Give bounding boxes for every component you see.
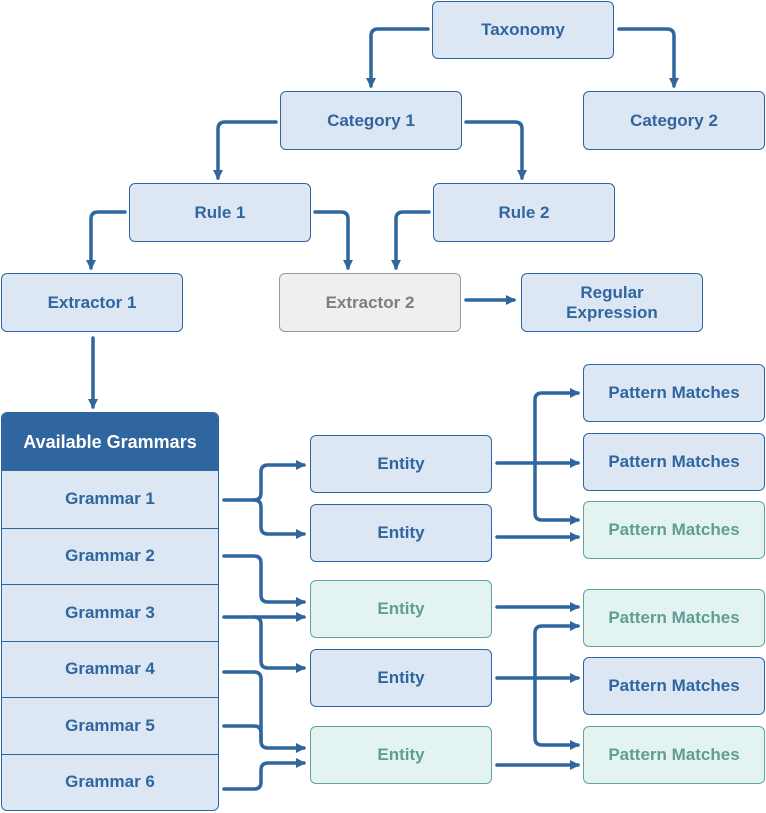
grammar-item-2: Grammar 2 bbox=[2, 527, 218, 585]
entity-node-4: Entity bbox=[310, 649, 492, 707]
grammar-item-4: Grammar 4 bbox=[2, 640, 218, 698]
arrow-grammar1-entity2 bbox=[252, 498, 306, 539]
entity-node-1: Entity bbox=[310, 435, 492, 493]
entity-node-2: Entity bbox=[310, 504, 492, 562]
grammar-item-3: Grammar 3 bbox=[2, 584, 218, 641]
available-grammars-panel: Available Grammars Grammar 1 Grammar 2 G… bbox=[1, 412, 219, 811]
arrow-grammar4-entity5 bbox=[222, 670, 306, 753]
extractor1-node: Extractor 1 bbox=[1, 273, 183, 332]
arrow-category1-rule1 bbox=[213, 120, 278, 180]
arrow-grammar6-entity5 bbox=[222, 758, 306, 791]
regex-label-line1: Regular bbox=[580, 282, 644, 302]
extractor2-node: Extractor 2 bbox=[279, 273, 461, 332]
arrow-grammar5-entity5 bbox=[222, 724, 263, 743]
grammar-item-1: Grammar 1 bbox=[65, 489, 155, 509]
category2-node: Category 2 bbox=[583, 91, 765, 150]
arrow-grammar2-entity3 bbox=[222, 554, 306, 607]
arrow-entity4-pm6 bbox=[533, 676, 580, 750]
category1-node: Category 1 bbox=[280, 91, 462, 150]
taxonomy-node: Taxonomy bbox=[432, 1, 614, 59]
arrow-rule2-extractor2 bbox=[391, 210, 431, 270]
regular-expression-node: Regular Expression bbox=[521, 273, 703, 332]
arrow-entity1-pm3 bbox=[533, 461, 580, 525]
rule2-node: Rule 2 bbox=[433, 183, 615, 242]
available-grammars-header: Available Grammars bbox=[2, 413, 218, 471]
regex-label-line2: Expression bbox=[566, 302, 658, 322]
pattern-matches-node-1: Pattern Matches bbox=[583, 364, 765, 422]
arrow-grammar3-entity4 bbox=[252, 615, 306, 673]
pattern-matches-node-5: Pattern Matches bbox=[583, 657, 765, 715]
arrow-taxonomy-category2 bbox=[617, 27, 679, 88]
pattern-matches-node-6: Pattern Matches bbox=[583, 726, 765, 784]
arrow-rule1-extractor2 bbox=[313, 210, 353, 270]
arrow-entity1-pm1 bbox=[533, 388, 580, 465]
pattern-matches-node-3: Pattern Matches bbox=[583, 501, 765, 559]
arrow-category1-rule2 bbox=[464, 120, 527, 180]
grammar-item-5: Grammar 5 bbox=[2, 697, 218, 754]
arrow-grammar1-entity1 bbox=[222, 460, 306, 502]
entity-node-5: Entity bbox=[310, 726, 492, 784]
arrow-taxonomy-category1 bbox=[366, 27, 430, 88]
entity-node-3: Entity bbox=[310, 580, 492, 638]
arrow-entity4-pm4 bbox=[533, 621, 580, 680]
arrow-rule1-extractor1 bbox=[86, 210, 127, 270]
rule1-node: Rule 1 bbox=[129, 183, 311, 242]
grammar-item-6: Grammar 6 bbox=[2, 753, 218, 811]
pattern-matches-node-2: Pattern Matches bbox=[583, 433, 765, 491]
pattern-matches-node-4: Pattern Matches bbox=[583, 589, 765, 647]
